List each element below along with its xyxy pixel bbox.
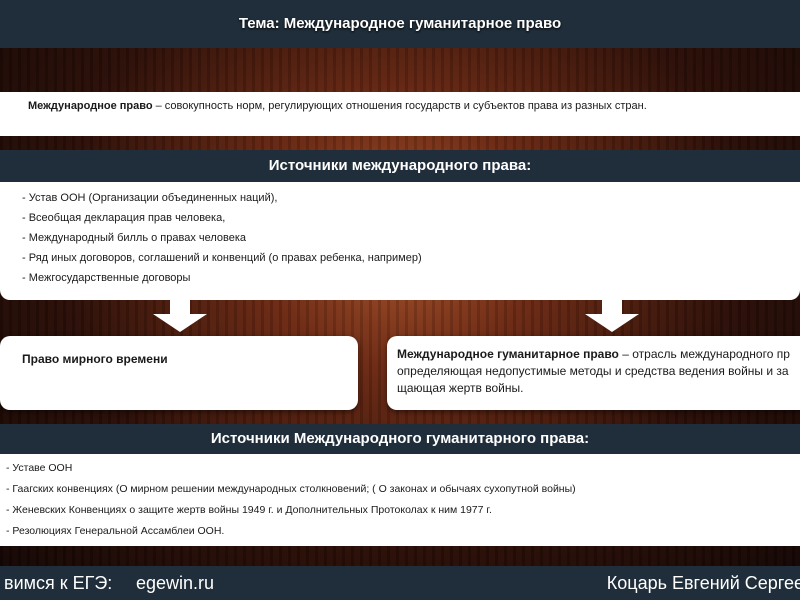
list-item: - Гаагских конвенциях (О мирном решении … (6, 483, 576, 495)
list-item: - Устав ООН (Организации объединенных на… (22, 192, 278, 204)
ihl-definition-box: Международное гуманитарное право – отрас… (387, 336, 800, 410)
footer-caption: вимся к ЕГЭ: (4, 573, 113, 593)
page-title: Тема: Международное гуманитарное право (0, 0, 800, 48)
list-item: - Международный билль о правах человека (22, 232, 247, 244)
footer-site-link[interactable]: egewin.ru (136, 573, 215, 593)
ihl-sources-list: - Уставе ООН - Гаагских конвенциях (О ми… (0, 454, 800, 546)
list-item: - Уставе ООН (6, 462, 73, 474)
list-item: - Всеобщая декларация прав человека, (22, 212, 226, 224)
peace-law-box: Право мирного времени (0, 336, 358, 410)
sources-list: - Устав ООН (Организации объединенных на… (0, 182, 800, 300)
list-item: - Женевских Конвенциях о защите жертв во… (6, 504, 492, 516)
ihl-sources-heading: Источники Международного гуманитарного п… (0, 424, 800, 454)
footer: вимся к ЕГЭ: egewin.ru Коцарь Евгений Се… (0, 566, 800, 600)
definition-text: – совокупность норм, регулирующих отноше… (152, 100, 647, 112)
footer-author: Коцарь Евгений Сергее (606, 573, 800, 593)
ihl-text: – отрасль международного пр определяющая… (397, 347, 790, 395)
definition-panel: Международное право – совокупность норм,… (0, 92, 800, 136)
sources-heading: Источники международного права: (0, 150, 800, 182)
list-item: - Межгосударственные договоры (22, 272, 191, 284)
list-item: - Ряд иных договоров, соглашений и конве… (22, 252, 422, 264)
down-arrow-right (585, 300, 639, 336)
down-arrow-left (153, 300, 207, 336)
definition-term: Международное право (28, 100, 153, 112)
ihl-term: Международное гуманитарное право (397, 347, 619, 361)
list-item: - Резолюциях Генеральной Ассамблеи ООН. (6, 525, 225, 537)
